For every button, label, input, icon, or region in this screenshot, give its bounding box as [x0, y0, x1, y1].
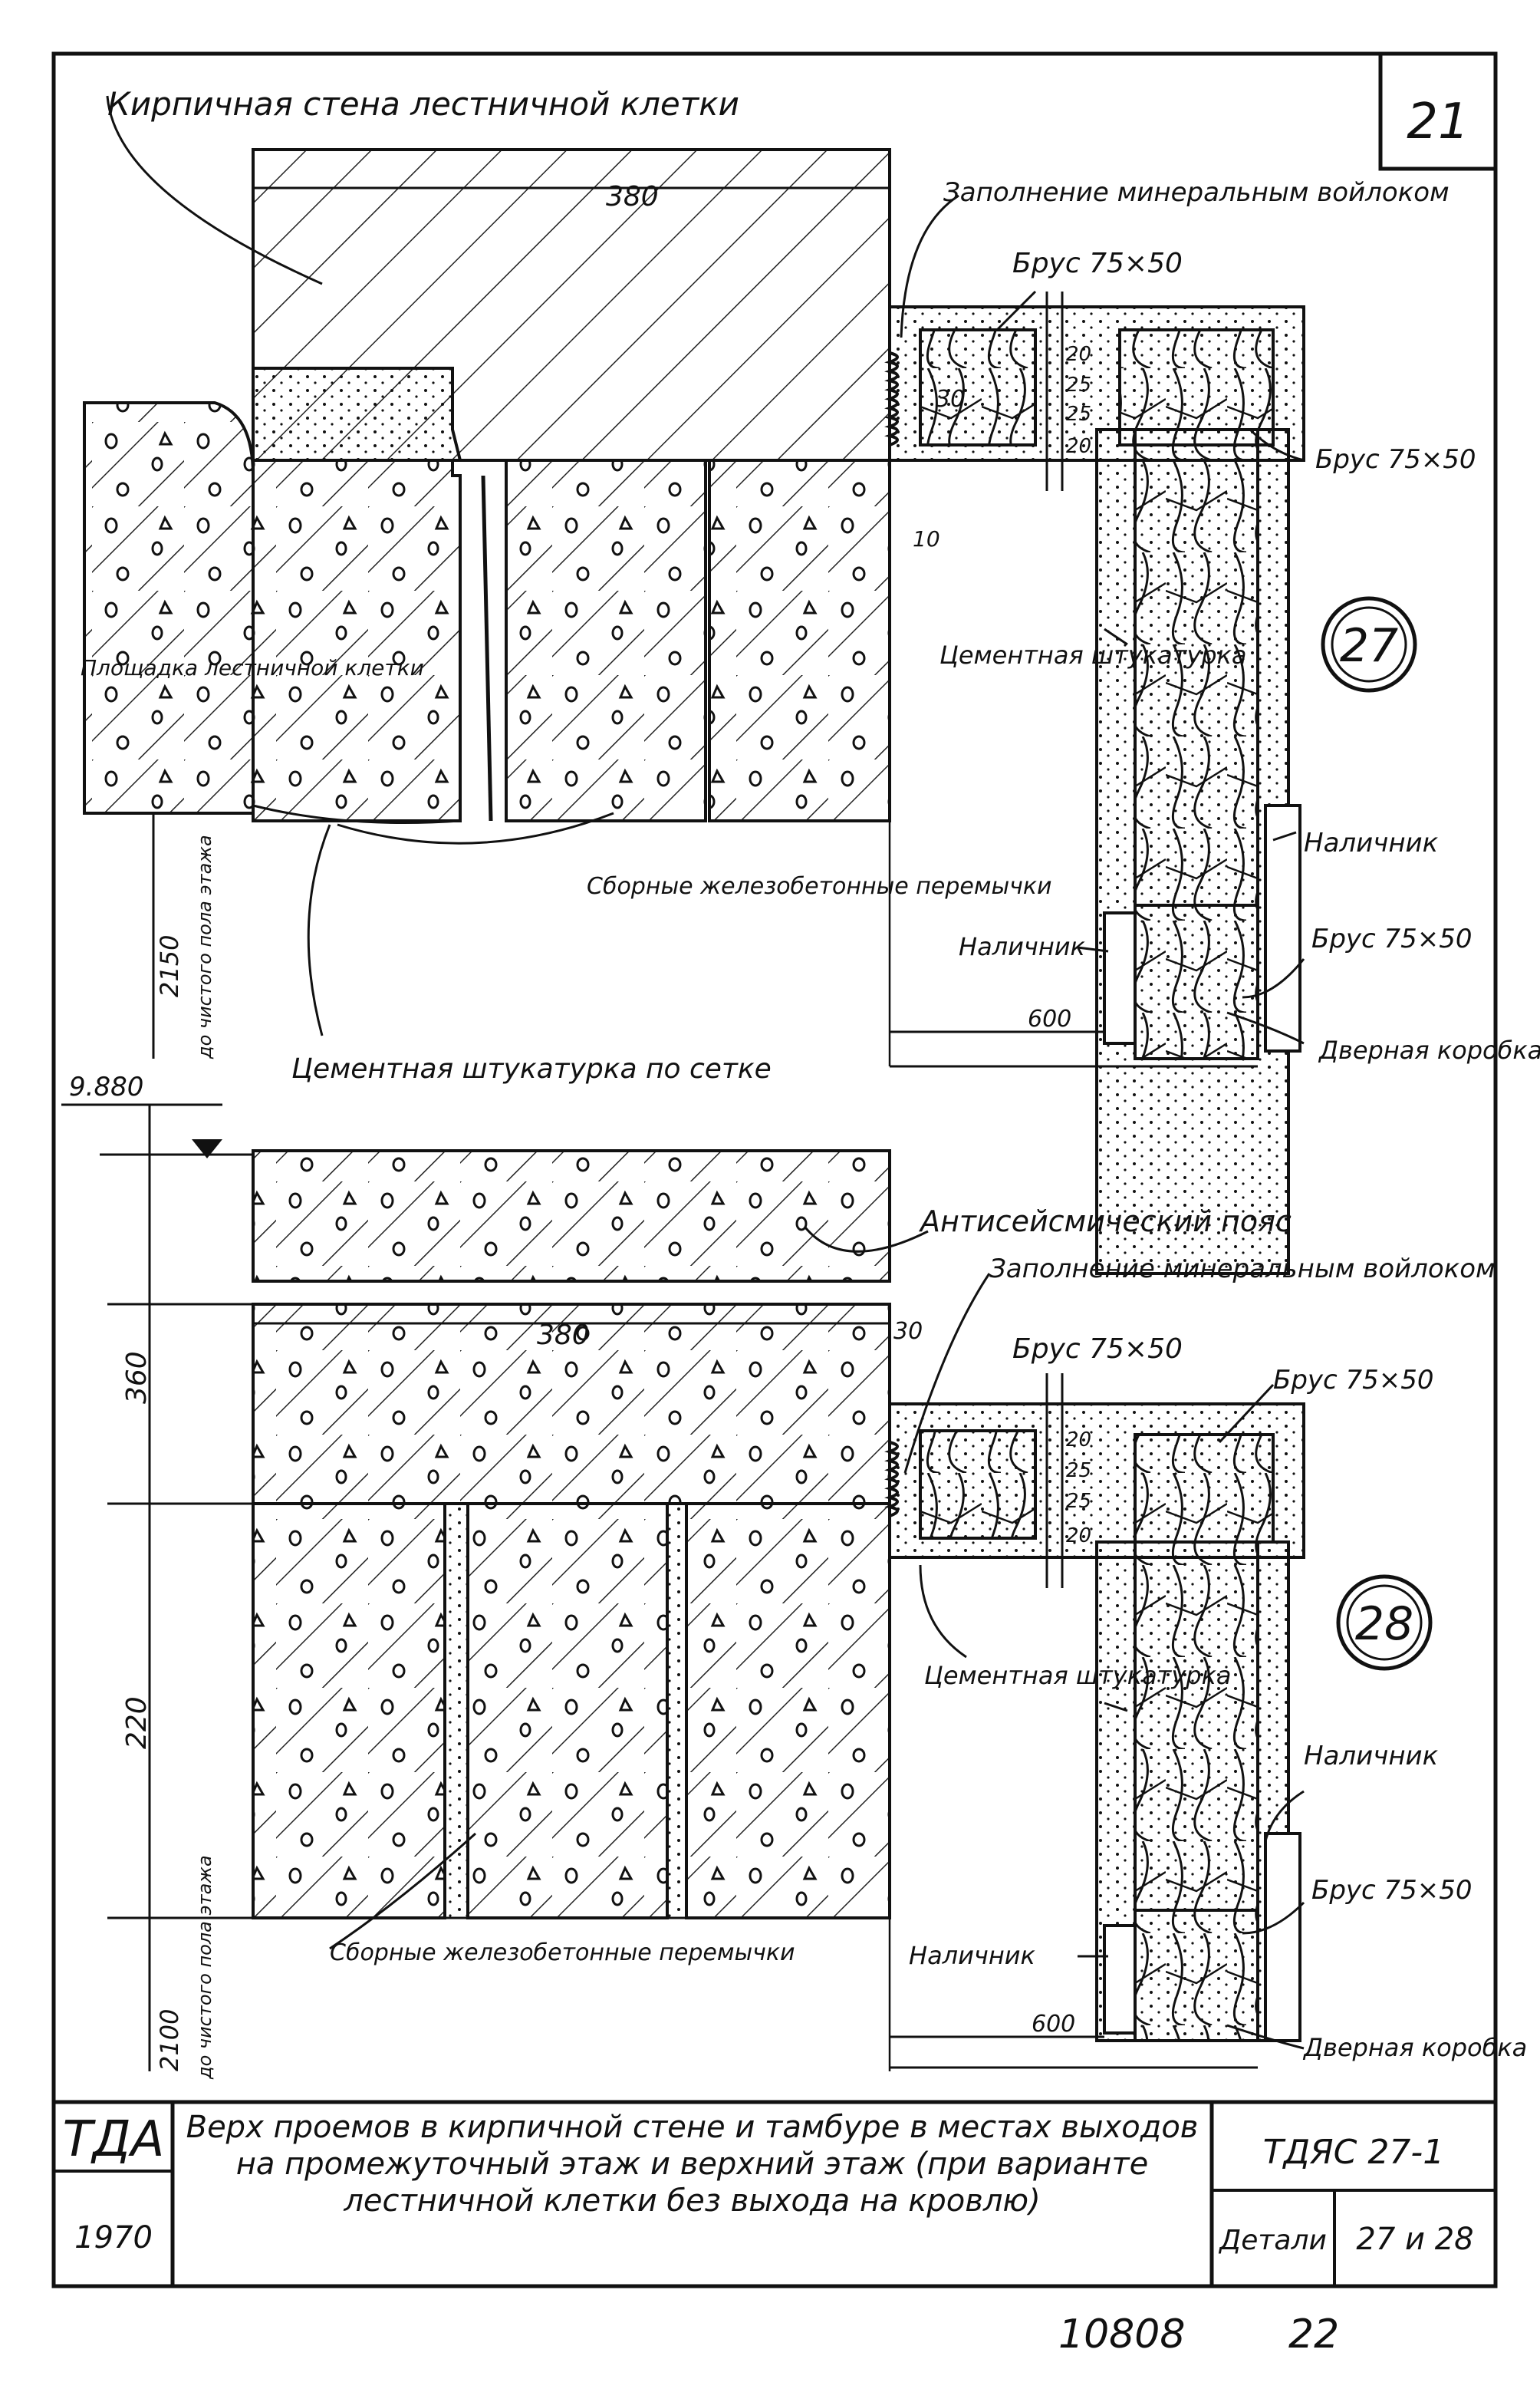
label-wall-27: Кирпичная стена лестничной клетки [107, 85, 739, 123]
label-trim-right-27: Наличник [1304, 828, 1439, 858]
seismic-belt-28 [252, 1149, 891, 1283]
beam-vertical-28 [1134, 1540, 1259, 1912]
title-details-value: 27 и 28 [1356, 2222, 1473, 2257]
lintel-27-b [708, 459, 891, 822]
trim-28-left [1103, 1924, 1137, 2035]
dim-30-27: 30 [936, 386, 965, 413]
label-lintels-28: Сборные железобетонные перемычки [330, 1939, 795, 1966]
dim-25b-28: 25 [1066, 1490, 1091, 1513]
detail-27-marker-circle [1321, 596, 1417, 693]
title-code: ТДЯС 27-1 [1263, 2133, 1444, 2172]
detail-27-marker: 27 [1340, 619, 1398, 673]
dim-380-28: 380 [537, 1320, 590, 1351]
beam-corner-27 [1118, 328, 1275, 446]
lintel-28-a [252, 1502, 446, 1919]
lintel-28-b [466, 1502, 669, 1919]
dim-220-28: 220 [121, 1696, 153, 1749]
label-trim-left-28: Наличник [909, 1941, 1036, 1970]
beam-corner-28 [1134, 1433, 1275, 1544]
dim-25a-28: 25 [1066, 1459, 1091, 1482]
plaster-top-27 [252, 367, 462, 462]
platform-slab-27 [83, 401, 255, 815]
dim-10-27: 10 [913, 526, 940, 552]
title-text: Верх проемов в кирпичной стене и тамбуре… [186, 2110, 1199, 2219]
dim-20b-28: 20 [1066, 1524, 1091, 1547]
sheet-number-box [1378, 51, 1498, 171]
trim-28-right [1264, 1832, 1301, 2042]
level-mark: 9.880 [69, 1072, 143, 1102]
dim-600-28: 600 [1032, 2011, 1075, 2038]
beam-top-27 [919, 328, 1037, 446]
sheet-border [51, 51, 1498, 2288]
dim-600-27: 600 [1028, 1006, 1071, 1033]
label-door-box-28: Дверная коробка [1302, 2033, 1527, 2062]
title-year: 1970 [74, 2220, 153, 2255]
label-door-box-27: Дверная коробка [1318, 1036, 1540, 1065]
door-box-27 [1134, 904, 1259, 1060]
dim-20b-27: 20 [1066, 435, 1091, 458]
brick-wall-28 [252, 1303, 891, 1505]
label-beam-top-27: Брус 75×50 [1012, 248, 1183, 279]
dim-2150-note-27: до чистого пола этажа [194, 835, 216, 1059]
dim-30-28: 30 [893, 1318, 923, 1345]
label-trim-left-27: Наличник [959, 932, 1086, 961]
detail-28: 28 Антисейсмический пояс Заполнение мине… [107, 1149, 1527, 2080]
detail-27: 27 Кирпичная стена лестничной клетки Зап… [81, 85, 1540, 1275]
label-trim-right-28: Наличник [1304, 1741, 1439, 1771]
dim-2100-note-28: до чистого пола этажа [194, 1855, 216, 2080]
l-beam-27 [252, 459, 462, 822]
dim-20a-28: 20 [1066, 1428, 1091, 1451]
title-org: ТДА [63, 2111, 165, 2168]
footer-page: 22 [1288, 2311, 1339, 2358]
lintel-28-c [685, 1502, 891, 1919]
label-beam-right-28: Брус 75×50 [1311, 1875, 1473, 1906]
label-platform-27: Площадка лестничной клетки [81, 655, 424, 680]
dim-380-27: 380 [606, 181, 659, 213]
label-mesh-plaster-27: Цементная штукатурка по сетке [291, 1053, 772, 1085]
label-plaster-28: Цементная штукатурка [924, 1661, 1232, 1690]
label-beam-low-27: Брус 75×50 [1311, 924, 1473, 954]
beam-vertical-27 [1134, 428, 1259, 907]
title-details-label: Детали [1218, 2225, 1327, 2256]
lintel-27-a [505, 459, 707, 822]
label-plaster-27: Цементная штукатурка [939, 641, 1247, 670]
beam-top-28 [919, 1429, 1037, 1540]
detail-28-marker: 28 [1355, 1597, 1413, 1651]
dim-2150-27: 2150 [155, 935, 184, 997]
label-fill-28: Заполнение минеральным войлоком [989, 1254, 1496, 1284]
detail-28-marker-circle [1336, 1574, 1433, 1671]
dim-360-28: 360 [121, 1351, 153, 1404]
sheet-number: 21 [1407, 94, 1469, 150]
label-belt-28: Антисейсмический пояс [918, 1204, 1292, 1238]
label-beam-right-27: Брус 75×50 [1315, 444, 1476, 475]
dim-25b-27: 25 [1066, 403, 1091, 426]
label-beam-a-28: Брус 75×50 [1012, 1333, 1183, 1365]
dim-2100-28: 2100 [155, 2009, 184, 2071]
door-box-28 [1134, 1909, 1259, 2042]
trim-27-right [1264, 804, 1301, 1053]
dim-25a-27: 25 [1066, 374, 1091, 397]
dim-20a-27: 20 [1066, 343, 1091, 366]
label-beam-b-28: Брус 75×50 [1273, 1365, 1434, 1395]
label-lintels-27: Сборные железобетонные перемычки [587, 873, 1052, 900]
label-fill-27: Заполнение минеральным войлоком [943, 177, 1450, 208]
trim-27-left [1103, 911, 1137, 1045]
footer-inv: 10808 [1058, 2311, 1185, 2358]
title-block: ТДА 1970 Верх проемов в кирпичной стене … [54, 2100, 1496, 2286]
